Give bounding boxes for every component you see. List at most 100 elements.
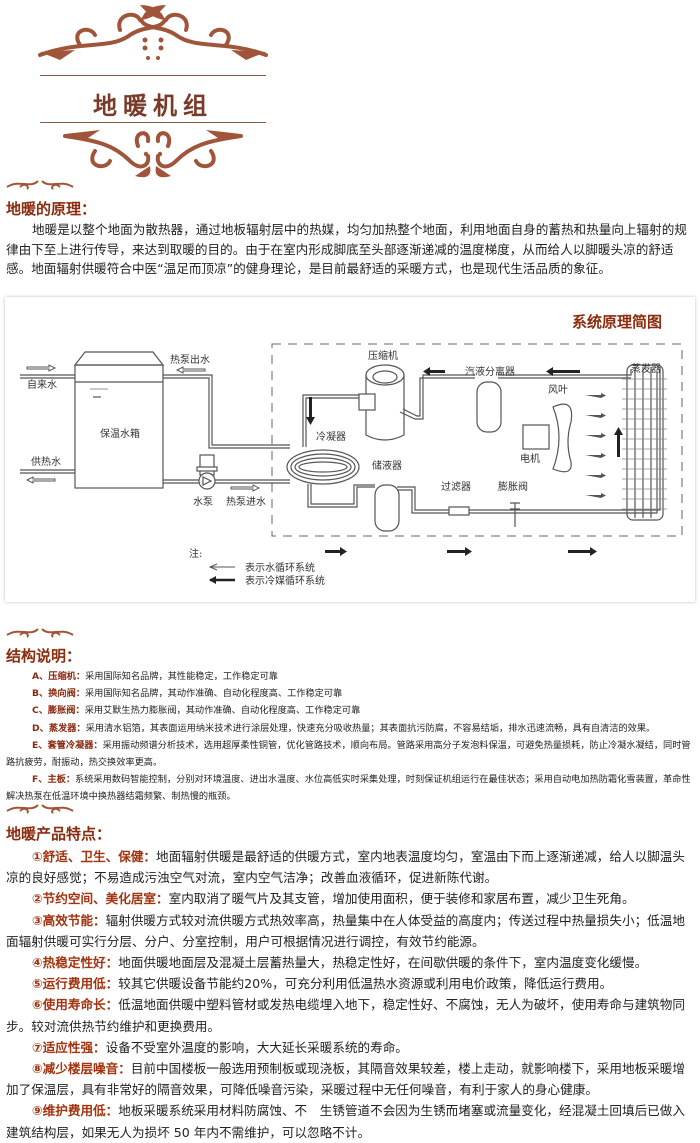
system-schematic: 系统原理简图 (20, 313, 683, 587)
list-item: ⑥使用寿命长：低温地面供暖中塑料管材或发热电缆埋入地下，稳定性好、不腐蚀，无人为… (6, 994, 696, 1036)
label-pump: 水泵 (193, 496, 213, 508)
list-item: B、换向阀：采用国际知名品牌，其动作准确、自动化程度高、工作稳定可靠 (6, 685, 696, 702)
system-diagram: 系统原理简图 (5, 297, 695, 602)
label-condenser: 冷凝器 (316, 430, 346, 443)
label-evaporator: 蒸发器 (631, 362, 661, 375)
water-legend-arrow-icon (208, 563, 235, 571)
fan-motor (522, 424, 550, 450)
label-hot-supply: 供热水 (31, 455, 61, 468)
item-text: 低温地面供暖中塑料管材或发热电缆埋入地下，稳定性好、不腐蚀，无人为破坏，使用寿命… (6, 997, 685, 1034)
airflow-arrows (585, 393, 606, 498)
refrigerant-flow-arrows (306, 367, 623, 556)
list-item: ④热稳定性好：地面供暖地面层及混凝土层蓄热量大，热稳定性好，在间歇供暖的条件下，… (6, 952, 696, 973)
note-label: 注: (189, 547, 202, 560)
list-item: F、主板：系统采用数码智能控制，分别对环境温度、进出水温度、水位高低实时采集处理… (6, 771, 696, 805)
features-list: ①舒适、卫生、保健：地面辐射供暖是最舒适的供暖方式，室内地表温度均匀，室温由下而… (6, 846, 696, 1143)
list-item: ②节约空间、美化居室：室内取消了暖气片及其支管，增加使用面积，便于装修和家居布置… (6, 888, 696, 909)
item-label: D、蒸发器： (32, 722, 86, 734)
structure-heading: 结构说明： (6, 647, 82, 665)
list-item: E、套管冷凝器：采用振动频谱分析技术，选用超厚柔性铜管，优化管路技术，顺向布局。… (6, 737, 696, 771)
filter (448, 506, 470, 516)
ornament-top-icon (38, 5, 268, 60)
hp-outlet-pipe (163, 374, 290, 449)
item-label: ②节约空间、美化居室： (32, 891, 169, 907)
gas-liquid-separator (476, 381, 502, 433)
label-hp-in: 热泵进水 (226, 495, 266, 508)
features-heading: 地暖产品特点： (6, 825, 112, 843)
page-title: 地暖机组 (93, 91, 213, 120)
water-pump (198, 472, 216, 490)
tap-water-pipe (20, 374, 75, 379)
liquid-receiver (374, 484, 400, 532)
label-fan: 风叶 (548, 384, 568, 396)
water-tank (74, 364, 164, 489)
tank-roof (73, 351, 165, 366)
item-label: F、主板： (32, 774, 76, 786)
ornament-bottom-icon (63, 130, 243, 178)
list-item: A、压缩机：采用国际知名品牌，其性能稳定，工作稳定可靠 (6, 668, 696, 685)
divider (40, 75, 266, 76)
item-label: ①舒适、卫生、保健： (32, 849, 157, 864)
principle-heading: 地暖的原理： (6, 200, 97, 218)
list-item: ⑧减少楼层噪音：目前中国楼板一般选用预制板或现浇板，其隔音效果较差，楼上走动，就… (6, 1058, 696, 1100)
label-motor: 电机 (520, 452, 540, 465)
heat-pump-boundary (271, 343, 683, 537)
compressor (365, 364, 405, 386)
label-tank: 保温水箱 (100, 427, 140, 440)
title-banner: 地暖机组 (20, 0, 286, 178)
item-text: 采用艾默生热力膨胀阀，其动作准确、自动化程度高、工作稳定可靠 (84, 705, 361, 717)
item-label: ③高效节能： (32, 912, 106, 928)
divider (40, 122, 266, 123)
item-text: 辐射供暖方式较对流供暖方式热效率高，热量集中在人体受益的高度内；传送过程中热量损… (6, 912, 685, 949)
item-label: B、换向阀： (32, 688, 85, 700)
label-hp-out: 热泵出水 (170, 353, 210, 366)
item-text: 地面供暖地面层及混凝土层蓄热量大，热稳定性好，在间歇供暖的条件下，室内温度变化缓… (118, 955, 648, 971)
item-label: ⑦适应性强： (32, 1039, 106, 1055)
item-label: C、膨胀阀： (32, 705, 85, 717)
label-expansion-valve: 膨胀阀 (498, 480, 528, 493)
item-label: ⑤运行费用低： (32, 976, 119, 992)
label-filter: 过滤器 (441, 480, 471, 493)
list-item: ⑦适应性强：设备不受室外温度的影响，大大延长采暖系统的寿命。 (6, 1037, 696, 1058)
label-tap-water: 自来水 (27, 378, 57, 391)
item-text: 地面辐射供暖是最舒适的供暖方式，室内地表温度均匀，室温由下而上逐渐递减，给人以脚… (6, 849, 685, 886)
item-text: 设备不受室外温度的影响，大大延长采暖系统的寿命。 (105, 1039, 408, 1055)
item-label: ⑧减少楼层噪音： (32, 1061, 131, 1077)
item-label: ④热稳定性好： (32, 955, 119, 971)
label-separator: 汽液分离器 (465, 365, 515, 378)
diagram-title: 系统原理简图 (572, 313, 662, 331)
water-flow-arrows (25, 364, 261, 492)
hot-supply-pipe (20, 469, 75, 474)
item-text: 目前中国楼板一般选用预制板或现浇板，其隔音效果较差，楼上走动，就影响楼下，采用地… (6, 1061, 685, 1098)
item-text: 采用国际知名品牌，其性能稳定，工作稳定可靠 (85, 671, 278, 682)
expansion-valve (510, 502, 520, 527)
small-ornament-icon (6, 180, 74, 190)
item-label: A、压缩机： (32, 671, 86, 682)
legend-refrigerant: 表示冷媒循环系统 (245, 574, 325, 587)
condenser-coil (286, 449, 360, 485)
principle-text: 地暖是以整个地面为散热器，通过地板辐射层中的热媒，均匀加热整个地面，利用地面自身… (6, 222, 687, 276)
label-compressor: 压缩机 (368, 349, 398, 362)
list-item: D、蒸发器：采用清水铝箔，其表面运用纳米技术进行涂层处理，快速充分吸收热量；其表… (6, 720, 696, 737)
item-text: 系统采用数码智能控制，分别对环境温度、进出水温度、水位高低实时采集处理，时刻保证… (6, 774, 691, 803)
list-item: ③高效节能：辐射供暖方式较对流供暖方式热效率高，热量集中在人体受益的高度内；传送… (6, 910, 696, 952)
label-receiver: 储液器 (372, 459, 402, 472)
small-ornament-icon (6, 628, 74, 638)
item-text: 室内取消了暖气片及其支管，增加使用面积，便于装修和家居布置，减少卫生死角。 (168, 891, 635, 907)
structure-list: A、压缩机：采用国际知名品牌，其性能稳定，工作稳定可靠 B、换向阀：采用国际知名… (6, 668, 696, 806)
item-label: ⑥使用寿命长： (32, 997, 119, 1013)
item-text: 采用清水铝箔，其表面运用纳米技术进行涂层处理，快速充分吸收热量；其表面抗污防腐，… (85, 722, 656, 734)
legend-water: 表示水循环系统 (245, 561, 315, 574)
item-label: ⑨维护费用低： (32, 1103, 119, 1119)
evaporator (626, 364, 664, 521)
small-ornament-icon (6, 804, 74, 814)
list-item: ⑤运行费用低：较其它供暖设备节能约20%，可充分利用低温热水资源或利用电价政策，… (6, 973, 696, 994)
list-item: C、膨胀阀：采用艾默生热力膨胀阀，其动作准确、自动化程度高、工作稳定可靠 (6, 702, 696, 719)
item-text: 较其它供暖设备节能约20%，可充分利用低温热水资源或利用电价政策，降低运行费用。 (118, 976, 613, 992)
list-item: ⑨维护费用低：地板采暖系统采用材料防腐蚀、不 生锈管道不会因为生锈而堵塞或流量变… (6, 1100, 696, 1142)
hp-inlet-pipe (163, 479, 290, 484)
item-label: E、套管冷凝器： (32, 739, 103, 751)
list-item: ①舒适、卫生、保健：地面辐射供暖是最舒适的供暖方式，室内地表温度均匀，室温由下而… (6, 846, 696, 888)
fan-blade (552, 403, 573, 473)
item-text: 采用振动频谱分析技术，选用超厚柔性铜管，优化管路技术，顺向布局。管路采用高分子发… (6, 739, 691, 769)
